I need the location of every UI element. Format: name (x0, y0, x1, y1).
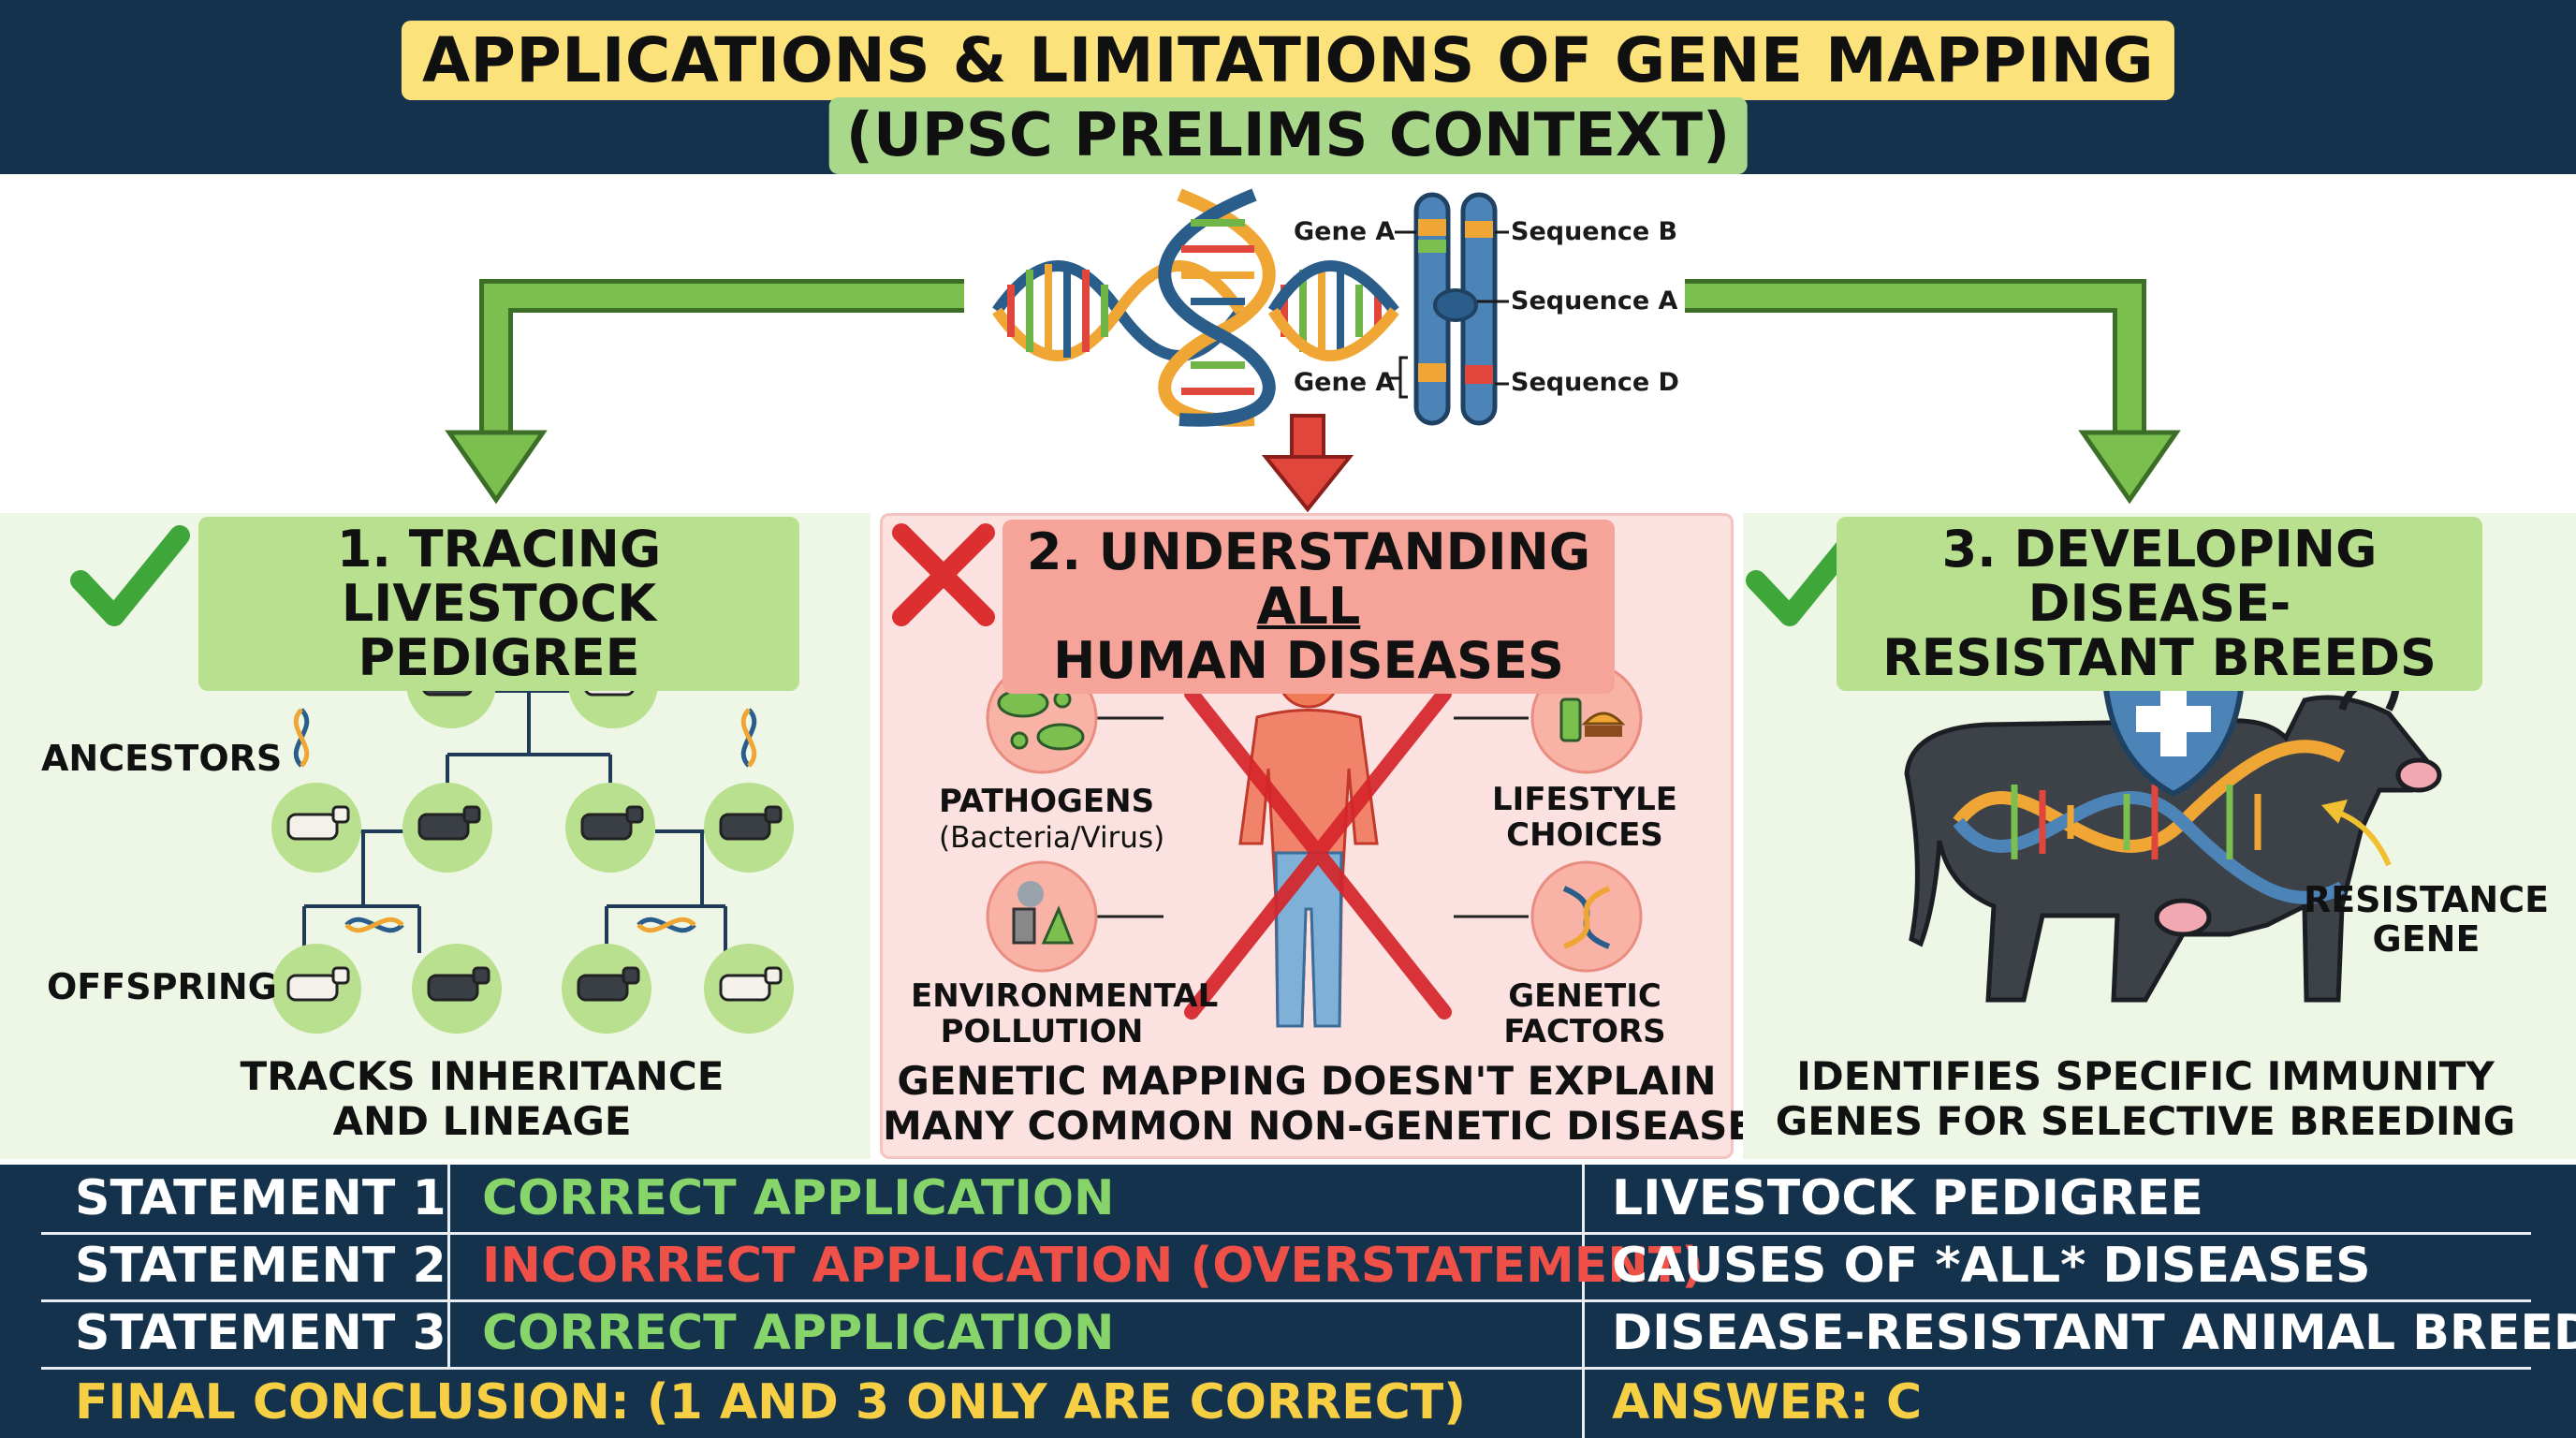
lifestyle-line1: LIFESTYLE (1492, 781, 1677, 818)
dna-vertical-icon (1158, 188, 1276, 427)
panel-human-diseases: 2. UNDERSTANDING ALL HUMAN DISEASES PATH… (880, 513, 1782, 1159)
table-divider (41, 1299, 2531, 1302)
final-conclusion: FINAL CONCLUSION: (1 AND 3 ONLY ARE CORR… (75, 1374, 1467, 1431)
panel-2-title-emphasis: ALL (1256, 577, 1361, 636)
arrow-to-diseases (1261, 414, 1354, 513)
resistance-line1: RESISTANCE (2303, 879, 2550, 920)
dna-small-icon-2 (637, 917, 696, 933)
panel-3-title: 3. DEVELOPING DISEASE- RESISTANT BREEDS (1837, 517, 2482, 691)
summary-table: STATEMENT 1 CORRECT APPLICATION LIVESTOC… (0, 1165, 2576, 1438)
sequence-a-label: Sequence A (1511, 286, 1678, 315)
topic-text: LIVESTOCK PEDIGREE (1612, 1170, 2203, 1226)
dna-small-icon-1 (344, 917, 404, 933)
verdict-text: CORRECT APPLICATION (482, 1305, 1115, 1361)
cow-circles (271, 638, 794, 1034)
panel-2-caption-line2: MANY COMMON NON-GENETIC DISEASES (883, 1103, 1783, 1149)
pollution-icon (986, 860, 1098, 973)
resistance-gene-label: RESISTANCE GENE (2286, 880, 2567, 959)
panel-3-title-line1: 3. DEVELOPING DISEASE- (1941, 520, 2378, 633)
genetic-line2: FACTORS (1503, 1013, 1666, 1050)
gene-mapping-diagram (445, 188, 2181, 513)
dna-small-icon-4 (740, 708, 757, 768)
panel-livestock-pedigree: 1. TRACING LIVESTOCK PEDIGREE ANCESTORS … (0, 513, 871, 1159)
panel-2-caption-line1: GENETIC MAPPING DOESN'T EXPLAIN (897, 1058, 1717, 1104)
panel-2-title: 2. UNDERSTANDING ALL HUMAN DISEASES (1003, 520, 1615, 694)
big-cross-icon (1184, 686, 1452, 1020)
conclusion-row: FINAL CONCLUSION: (1 AND 3 ONLY ARE CORR… (0, 1369, 2576, 1436)
disease-factors-diagram (892, 523, 1643, 1028)
panel-3-caption: IDENTIFIES SPECIFIC IMMUNITY GENES FOR S… (1743, 1054, 2548, 1144)
environmental-label: ENVIRONMENTAL POLLUTION (911, 978, 1218, 1050)
panel-disease-resistant-breeds: 3. DEVELOPING DISEASE- RESISTANT BREEDS … (1743, 513, 2576, 1159)
panel-2-caption: GENETIC MAPPING DOESN'T EXPLAIN MANY COM… (883, 1058, 1782, 1149)
resistance-line2: GENE (2372, 918, 2481, 960)
table-divider (41, 1232, 2531, 1235)
panel-1-caption-line1: TRACKS INHERITANCE (240, 1053, 724, 1099)
genetic-label: GENETIC FACTORS (1482, 978, 1688, 1049)
check-mark-icon (70, 525, 190, 626)
lifestyle-line2: CHOICES (1506, 816, 1663, 854)
panel-3-caption-line2: GENES FOR SELECTIVE BREEDING (1775, 1098, 2516, 1144)
check-mark-icon (1746, 525, 1866, 626)
panel-2-title-line2: HUMAN DISEASES (1053, 631, 1564, 690)
offspring-label: OFFSPRING (47, 966, 277, 1007)
panel-2-title-prefix: 2. UNDERSTANDING (1026, 522, 1591, 581)
pathogens-title: PATHOGENS (939, 783, 1155, 820)
environmental-line2: POLLUTION (940, 1013, 1144, 1050)
header-banner: APPLICATIONS & LIMITATIONS OF GENE MAPPI… (0, 0, 2576, 174)
panel-3-caption-line1: IDENTIFIES SPECIFIC IMMUNITY (1796, 1053, 2495, 1099)
environmental-line1: ENVIRONMENTAL (911, 977, 1219, 1015)
dna-small-icon-3 (293, 708, 310, 768)
arrow-to-breeds (1685, 279, 2181, 505)
table-row: STATEMENT 3 CORRECT APPLICATION DISEASE-… (0, 1299, 2576, 1367)
table-row: STATEMENT 2 INCORRECT APPLICATION (OVERS… (0, 1232, 2576, 1299)
table-divider (41, 1367, 2531, 1370)
pathogens-subtitle: (Bacteria/Virus) (939, 821, 1165, 855)
verdict-text: INCORRECT APPLICATION (OVERSTATEMENT) (482, 1238, 1705, 1294)
verdict-text: CORRECT APPLICATION (482, 1170, 1115, 1226)
panel-1-caption-line2: AND LINEAGE (332, 1098, 632, 1144)
answer-text: ANSWER: C (1612, 1374, 1923, 1431)
table-column-divider (447, 1165, 450, 1367)
arrow-to-livestock (445, 279, 964, 505)
lifestyle-label: LIFESTYLE CHOICES (1482, 782, 1688, 853)
pedigree-tree-diagram (70, 525, 794, 1034)
panel-3-title-line2: RESISTANT BREEDS (1882, 628, 2437, 687)
topic-text: CAUSES OF *ALL* DISEASES (1612, 1238, 2371, 1294)
gene-a-top-label: Gene A (1294, 217, 1396, 246)
statement-label: STATEMENT 2 (75, 1238, 446, 1294)
statement-label: STATEMENT 3 (75, 1305, 446, 1361)
topic-text: DISEASE-RESISTANT ANIMAL BREEDS (1612, 1305, 2576, 1361)
table-row: STATEMENT 1 CORRECT APPLICATION LIVESTOC… (0, 1165, 2576, 1232)
pathogens-label: PATHOGENS (Bacteria/Virus) (939, 784, 1164, 856)
gene-a-bottom-label: Gene A (1294, 368, 1396, 397)
genetic-line1: GENETIC (1508, 977, 1661, 1015)
cross-mark-icon (892, 523, 995, 626)
chromosome-icon (1389, 192, 1509, 426)
panel-1-title-line2: PEDIGREE (358, 628, 640, 687)
panel-1-title: 1. TRACING LIVESTOCK PEDIGREE (198, 517, 799, 691)
panel-1-title-line1: 1. TRACING LIVESTOCK (336, 520, 662, 633)
statement-label: STATEMENT 1 (75, 1170, 446, 1226)
panel-1-caption: TRACKS INHERITANCE AND LINEAGE (0, 1054, 964, 1144)
sequence-b-label: Sequence B (1511, 217, 1678, 246)
table-column-divider (1582, 1165, 1585, 1438)
ancestors-label: ANCESTORS (41, 738, 283, 779)
page-title: APPLICATIONS & LIMITATIONS OF GENE MAPPI… (401, 21, 2175, 100)
sequence-d-label: Sequence D (1511, 368, 1679, 397)
page-subtitle: (UPSC PRELIMS CONTEXT) (828, 97, 1748, 174)
